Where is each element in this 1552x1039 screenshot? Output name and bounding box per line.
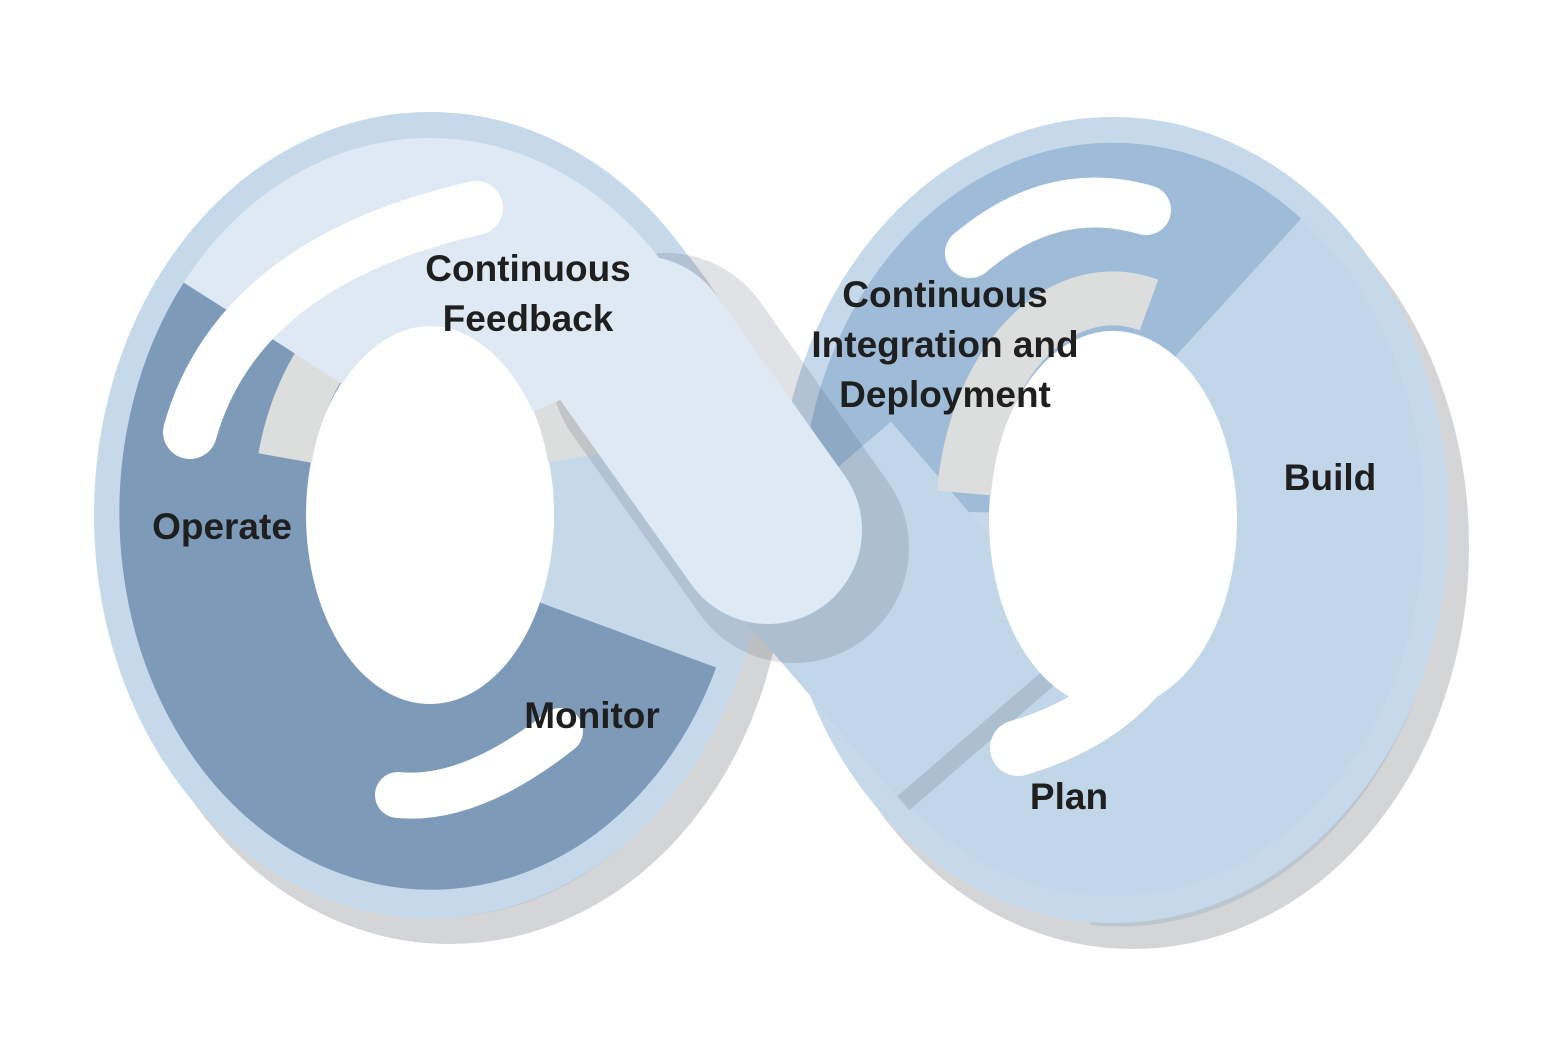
gloss-swoosh-left-upper	[163, 181, 503, 459]
right-inner-ring-shadow	[937, 271, 1159, 496]
feedback-ribbon-end	[546, 256, 862, 624]
gloss-swoosh-left-lower	[375, 708, 583, 819]
gloss-layer	[163, 177, 1216, 819]
left-loop-hole	[306, 326, 554, 704]
label-build: Build	[1283, 457, 1377, 498]
label-continuous-integration-deployment: Continuous Integration and Deployment	[811, 274, 1079, 415]
label-monitor: Monitor	[524, 695, 660, 736]
label-plan: Plan	[1029, 776, 1109, 817]
gloss-swoosh-right-inner	[990, 540, 1216, 776]
gloss-swoosh-right-upper	[945, 177, 1171, 278]
label-continuous-feedback: Continuous Feedback	[425, 248, 631, 339]
cicd-segment	[801, 142, 1302, 514]
label-operate: Operate	[152, 506, 292, 547]
